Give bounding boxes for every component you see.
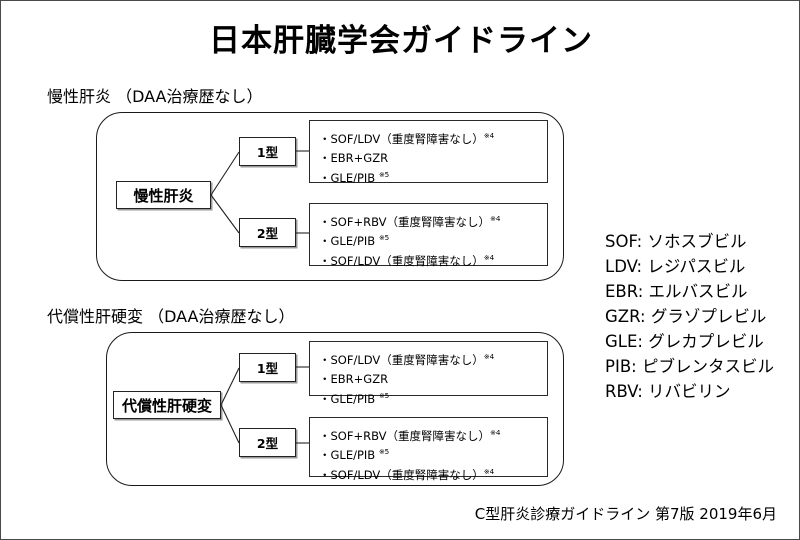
treatment-text: ・SOF/LDV（重度腎障害なし） bbox=[319, 253, 484, 268]
root-node-chronic-hepatitis[interactable]: 慢性肝炎 bbox=[116, 181, 211, 209]
treatment-box-genotype-1-chronic: ・SOF/LDV（重度腎障害なし）※4 ・EBR+GZR ・GLE/PIB ※5 bbox=[309, 120, 548, 186]
treatment-note: ※5 bbox=[378, 233, 390, 243]
treatment-note: ※4 bbox=[490, 428, 501, 437]
treatment-line: ・SOF/LDV（重度腎障害なし）※4 bbox=[319, 250, 547, 269]
legend-item: GZR: グラゾプレビル bbox=[605, 307, 767, 326]
treatment-text: ・EBR+GZR bbox=[319, 151, 389, 166]
treatment-line: ・GLE/PIB ※5 bbox=[319, 388, 547, 407]
treatment-text: ・GLE/PIB bbox=[319, 391, 379, 406]
treatment-line: ・GLE/PIB ※5 bbox=[319, 167, 547, 186]
treatment-line: ・GLE/PIB ※5 bbox=[319, 444, 547, 463]
type-node-genotype-2-chronic[interactable]: 2型 bbox=[239, 218, 296, 247]
treatment-box-genotype-2-cirrhosis: ・SOF+RBV（重度腎障害なし）※4 ・GLE/PIB ※5 ・SOF/LDV… bbox=[309, 417, 548, 481]
treatment-line: ・SOF/LDV（重度腎障害なし）※4 bbox=[319, 349, 547, 368]
treatment-line: ・EBR+GZR bbox=[319, 368, 547, 387]
source-citation: C型肝炎診療ガイドライン 第7版 2019年6月 bbox=[474, 505, 777, 523]
treatment-note: ※4 bbox=[483, 352, 494, 361]
legend-item: SOF: ソホスブビル bbox=[605, 232, 747, 251]
type-node-genotype-1-chronic[interactable]: 1型 bbox=[239, 137, 296, 166]
abbreviation-legend: SOF: ソホスブビル LDV: レジパスビル EBR: エルバスビル GZR:… bbox=[605, 229, 774, 404]
treatment-text: ・GLE/PIB bbox=[319, 448, 379, 463]
treatment-text: ・SOF/LDV（重度腎障害なし） bbox=[319, 467, 484, 482]
section-heading-chronic-hepatitis: 慢性肝炎 （DAA治療歴なし） bbox=[47, 87, 263, 106]
treatment-text: ・SOF+RBV（重度腎障害なし） bbox=[319, 428, 490, 443]
treatment-text: ・SOF/LDV（重度腎障害なし） bbox=[319, 352, 484, 367]
treatment-line: ・SOF+RBV（重度腎障害なし）※4 bbox=[319, 425, 547, 444]
type-node-genotype-2-cirrhosis[interactable]: 2型 bbox=[239, 428, 296, 457]
treatment-note: ※4 bbox=[483, 252, 494, 262]
legend-item: LDV: レジパスビル bbox=[605, 257, 746, 276]
treatment-line: ・SOF/LDV（重度腎障害なし）※4 bbox=[319, 464, 547, 483]
legend-item: RBV: リバビリン bbox=[605, 382, 731, 401]
treatment-text: ・EBR+GZR bbox=[319, 372, 389, 387]
treatment-note: ※5 bbox=[378, 169, 390, 179]
treatment-note: ※4 bbox=[490, 214, 501, 223]
treatment-text: ・GLE/PIB bbox=[319, 234, 379, 249]
section-heading-compensated-cirrhosis: 代償性肝硬変 （DAA治療歴なし） bbox=[47, 307, 295, 326]
page-title: 日本肝臓学会ガイドライン bbox=[209, 23, 593, 59]
legend-item: GLE: グレカプレビル bbox=[605, 332, 764, 351]
treatment-line: ・SOF+RBV（重度腎障害なし）※4 bbox=[319, 211, 547, 230]
treatment-text: ・GLE/PIB bbox=[319, 170, 379, 185]
treatment-note: ※4 bbox=[483, 466, 494, 476]
treatment-line: ・SOF/LDV（重度腎障害なし）※4 bbox=[319, 128, 547, 147]
treatment-box-genotype-2-chronic: ・SOF+RBV（重度腎障害なし）※4 ・GLE/PIB ※5 ・SOF/LDV… bbox=[309, 203, 548, 269]
treatment-box-genotype-1-cirrhosis: ・SOF/LDV（重度腎障害なし）※4 ・EBR+GZR ・GLE/PIB ※5 bbox=[309, 341, 548, 405]
treatment-note: ※5 bbox=[378, 390, 390, 400]
root-node-compensated-cirrhosis[interactable]: 代償性肝硬変 bbox=[113, 391, 221, 419]
treatment-line: ・GLE/PIB ※5 bbox=[319, 230, 547, 249]
treatment-text: ・SOF+RBV（重度腎障害なし） bbox=[319, 214, 490, 229]
type-node-genotype-1-cirrhosis[interactable]: 1型 bbox=[239, 353, 296, 382]
treatment-note: ※5 bbox=[378, 447, 390, 457]
legend-item: EBR: エルバスビル bbox=[605, 282, 748, 301]
treatment-note: ※4 bbox=[483, 131, 494, 140]
treatment-line: ・EBR+GZR bbox=[319, 147, 547, 166]
legend-item: PIB: ピブレンタスビル bbox=[605, 357, 774, 376]
treatment-text: ・SOF/LDV（重度腎障害なし） bbox=[319, 131, 484, 146]
